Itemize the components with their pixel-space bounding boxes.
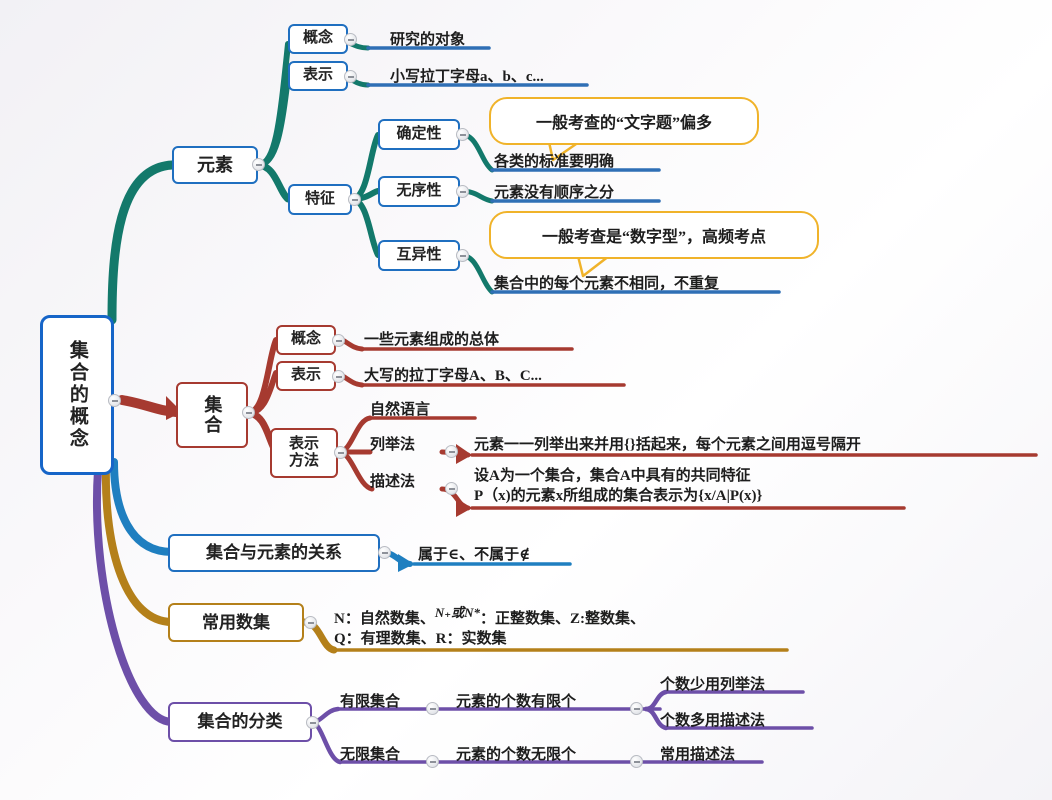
- callout-shuzixing[interactable]: 一般考查是“数字型”，高频考点: [489, 211, 819, 259]
- toggle-wuxian-detail[interactable]: [630, 755, 643, 768]
- node-jihe-label: 集合: [202, 395, 223, 435]
- leaf-geshushao[interactable]: 个数少用列举法: [660, 677, 766, 693]
- toggle-miaoshufa[interactable]: [445, 482, 458, 495]
- leaf-miaoshu-detail[interactable]: 设A为一个集合，集合A中具有的共同特征 P（x)的元素x所组成的集合表示为{x/…: [474, 468, 763, 505]
- arrow-guanxi: [398, 554, 414, 572]
- shuji-text-z: ：正整数集、Z:整数集、: [479, 611, 645, 627]
- leaf-ziranyuyan[interactable]: 自然语言: [370, 402, 431, 418]
- toggle-youxianjihe[interactable]: [426, 702, 439, 715]
- node-tezheng-label: 特征: [304, 190, 335, 207]
- leaf-gelei[interactable]: 各类的标准要明确: [494, 154, 615, 170]
- link-root-fenlei: [93, 466, 176, 726]
- link-fenlei-wuxian: [309, 719, 343, 765]
- leaf-yuansuwuxu[interactable]: 元素没有顺序之分: [494, 185, 615, 201]
- shuji-superscript: N₊或N*: [434, 605, 480, 620]
- link-youxian-duo: [643, 706, 669, 731]
- toggle-changyongshuji[interactable]: [304, 616, 317, 629]
- leaf-wuxian-detail[interactable]: 元素的个数无限个: [456, 747, 577, 763]
- node-wuxuxing[interactable]: 无序性: [378, 176, 460, 207]
- toggle-biaoshi-yuansu[interactable]: [344, 70, 357, 83]
- toggle-quedingxing[interactable]: [456, 128, 469, 141]
- node-changyongshuji-label: 常用数集: [202, 612, 270, 632]
- leaf-daxie[interactable]: 大写的拉丁字母A、B、C...: [364, 368, 542, 384]
- callout-tail-1: [547, 140, 580, 162]
- node-biaoshi-jihe-label: 表示: [290, 367, 321, 384]
- toggle-tezheng[interactable]: [348, 193, 361, 206]
- node-fenlei-label: 集合的分类: [197, 712, 283, 732]
- toggle-guanxi[interactable]: [378, 546, 391, 559]
- shuji-text-n: N：自然数集、: [334, 611, 435, 627]
- toggle-fenlei[interactable]: [306, 716, 319, 729]
- arrow-miaoshu: [456, 498, 472, 517]
- node-huyixing-label: 互异性: [396, 246, 442, 263]
- node-biaoshifangfa[interactable]: 表示 方法: [270, 428, 338, 478]
- node-tezheng[interactable]: 特征: [288, 184, 352, 215]
- leaf-changyongmiaoshu[interactable]: 常用描述法: [660, 747, 736, 763]
- node-biaoshi-label: 表示: [302, 67, 333, 84]
- link-root-guanxi: [110, 458, 176, 556]
- node-quedingxing[interactable]: 确定性: [378, 119, 460, 150]
- link-tezheng-huyi: [349, 196, 381, 258]
- leaf-xiaoxie[interactable]: 小写拉丁字母a、b、c...: [390, 69, 544, 85]
- toggle-wuxianjihe[interactable]: [426, 755, 439, 768]
- leaf-jihezhongmei[interactable]: 集合中的每个元素不相同，不重复: [494, 276, 720, 292]
- callout-tail-2: [576, 255, 610, 278]
- toggle-wuxuxing[interactable]: [456, 185, 469, 198]
- leaf-youxian-detail[interactable]: 元素的个数有限个: [456, 694, 577, 710]
- node-fenlei[interactable]: 集合的分类: [168, 702, 312, 742]
- link-youxian-shao: [643, 689, 669, 712]
- node-changyongshuji[interactable]: 常用数集: [168, 603, 304, 642]
- leaf-lieju-detail[interactable]: 元素一一列举出来并用{}括起来，每个元素之间用逗号隔开: [474, 437, 861, 453]
- node-biaoshifangfa-label-2: 方法: [288, 453, 319, 469]
- link-yuansu-tezheng: [254, 161, 292, 203]
- node-yuansu-label: 元素: [197, 154, 233, 175]
- toggle-youxian-detail[interactable]: [630, 702, 643, 715]
- node-yuansu[interactable]: 元素: [172, 146, 258, 184]
- link-yuansu-biaoshi: [255, 73, 291, 168]
- toggle-jihe[interactable]: [242, 406, 255, 419]
- leaf-yixie[interactable]: 一些元素组成的总体: [364, 332, 500, 348]
- toggle-biaoshifangfa[interactable]: [334, 446, 347, 459]
- node-huyixing[interactable]: 互异性: [378, 240, 460, 271]
- node-guanxi[interactable]: 集合与元素的关系: [168, 534, 380, 572]
- node-gainian-yuansu[interactable]: 概念: [288, 24, 348, 54]
- toggle-gainian-jihe[interactable]: [332, 334, 345, 347]
- node-wuxianjihe[interactable]: 无限集合: [340, 747, 401, 763]
- toggle-liejufa[interactable]: [445, 445, 458, 458]
- node-liejufa[interactable]: 列举法: [370, 437, 416, 453]
- leaf-shuji-detail[interactable]: N：自然数集、N₊或N*：正整数集、Z:整数集、 Q：有理数集、R：实数集: [334, 605, 645, 649]
- node-biaoshi-yuansu[interactable]: 表示: [288, 61, 348, 91]
- node-quedingxing-label: 确定性: [396, 125, 442, 142]
- node-miaoshufa[interactable]: 描述法: [370, 474, 416, 490]
- toggle-yuansu[interactable]: [252, 158, 265, 171]
- node-biaoshifangfa-label-1: 表示: [288, 435, 319, 452]
- link-root-shuji: [101, 462, 176, 626]
- node-youxianjihe[interactable]: 有限集合: [340, 694, 401, 710]
- toggle-gainian-yuansu[interactable]: [344, 33, 357, 46]
- leaf-yanjiu[interactable]: 研究的对象: [390, 32, 466, 48]
- shuji-text-qr: Q：有理数集、R：实数集: [334, 630, 507, 647]
- toggle-huyixing[interactable]: [456, 249, 469, 262]
- node-wuxuxing-label: 无序性: [396, 182, 442, 199]
- node-gainian-label: 概念: [302, 30, 333, 47]
- root-label: 集合的概念: [66, 340, 88, 450]
- node-gainian-jihe-label: 概念: [290, 331, 321, 348]
- toggle-biaoshi-jihe[interactable]: [332, 370, 345, 383]
- arrow-lieju: [456, 444, 472, 464]
- callout-wenziti[interactable]: 一般考查的“文字题”偏多: [489, 97, 759, 145]
- leaf-shuyu[interactable]: 属于∈、不属于∉: [418, 547, 531, 563]
- node-guanxi-label: 集合与元素的关系: [206, 543, 342, 563]
- leaf-geshuduo[interactable]: 个数多用描述法: [660, 713, 766, 729]
- root-node[interactable]: 集合的概念: [40, 315, 114, 475]
- toggle-root[interactable]: [108, 394, 121, 407]
- node-biaoshi-jihe[interactable]: 表示: [276, 361, 336, 391]
- link-root-yuansu: [107, 160, 177, 325]
- node-gainian-jihe[interactable]: 概念: [276, 325, 336, 355]
- node-jihe[interactable]: 集合: [176, 382, 248, 448]
